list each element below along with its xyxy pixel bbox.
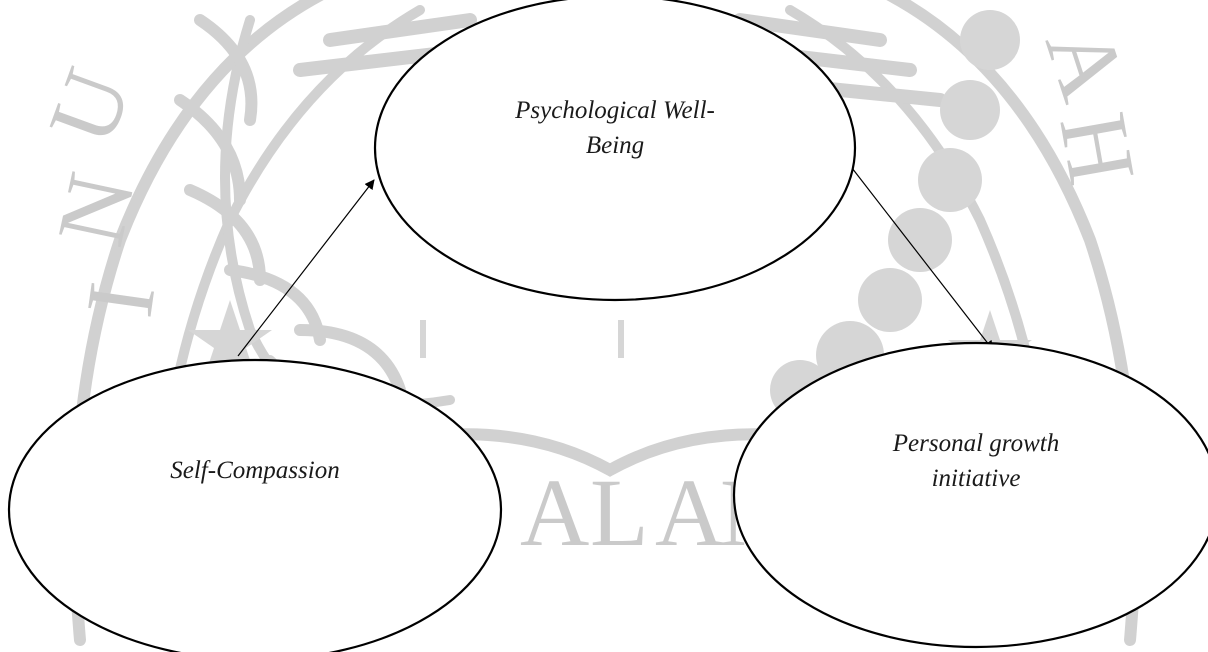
edge-psychological-well-being-to-personal-growth-initiative (851, 167, 994, 351)
node-personal-growth-initiative: Personal growth initiative (732, 341, 1208, 649)
watermark-letter: H (1039, 105, 1156, 192)
node-label-line: Personal growth (892, 430, 1059, 457)
node-label-line: Self-Compassion (170, 457, 339, 484)
edge-self-compassion-to-psychological-well-being (237, 179, 375, 357)
node-label-line: initiative (932, 465, 1021, 492)
diagram-edges (237, 167, 994, 357)
watermark-letter: N (36, 164, 155, 254)
watermark-letter: I (65, 276, 175, 323)
node-label-line: Psychological Well- (514, 97, 715, 124)
watermark-letter: A (655, 459, 724, 566)
watermark-letter: L (590, 459, 649, 566)
node-self-compassion: Self-Compassion (7, 358, 503, 652)
node-label-line: Being (586, 132, 644, 159)
node-psychological-well-being: Psychological Well- Being (373, 0, 857, 302)
watermark-letter: A (1025, 13, 1148, 112)
node-ellipse (373, 0, 857, 302)
watermark-letter: A (520, 459, 589, 566)
node-ellipse (732, 341, 1208, 649)
watermark-letter: U (27, 55, 151, 157)
node-ellipse (7, 358, 503, 652)
seal-ribbon (394, 428, 826, 477)
